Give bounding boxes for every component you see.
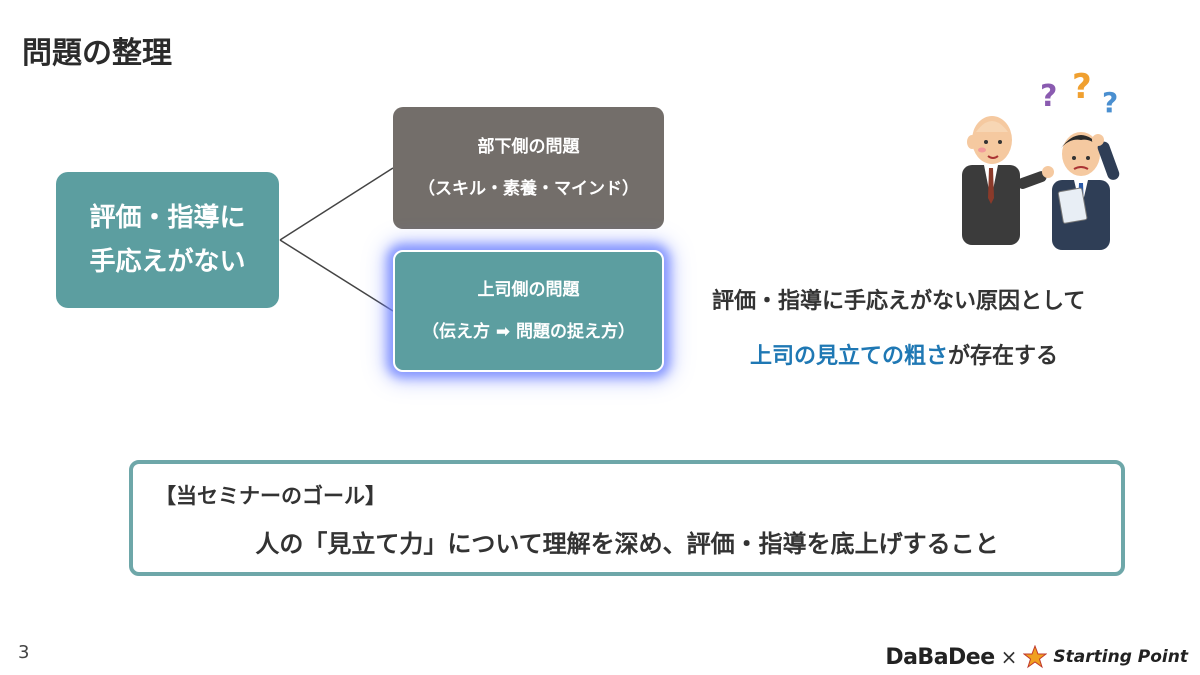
cause-statement: 評価・指導に手応えがない原因として	[712, 289, 1086, 314]
star-icon	[1023, 645, 1048, 669]
slide-title: 問題の整理	[22, 36, 172, 71]
svg-text:?: ?	[1072, 70, 1092, 107]
bald-boss-pointing-icon	[962, 116, 1054, 245]
cause-highlight: 上司の見立ての粗さ	[750, 344, 949, 369]
connector-lower	[279, 239, 394, 312]
subordinate-problem-title: 部下側の問題	[477, 137, 580, 157]
subordinate-problem-box: 部下側の問題 （スキル・素養・マインド）	[393, 107, 664, 229]
confused-employee-icon	[1052, 132, 1120, 250]
boss-problem-box: 上司側の問題 （伝え方 ➡ 問題の捉え方）	[393, 250, 664, 372]
cause-conclusion: 上司の見立ての粗さが存在する	[750, 338, 1150, 370]
dabadee-logo: DaBaDee	[885, 644, 995, 670]
footer-logos: DaBaDee × Starting Point	[885, 642, 1188, 672]
goal-text: 人の「見立て力」について理解を深め、評価・指導を底上げすること	[255, 530, 999, 558]
cause-rest: が存在する	[948, 344, 1059, 369]
svg-text:?: ?	[1040, 79, 1057, 114]
root-issue-line1: 評価・指導に	[89, 203, 246, 233]
goal-heading: 【当セミナーのゴール】	[155, 484, 386, 508]
svg-text:?: ?	[1102, 86, 1118, 119]
seminar-goal-box: 【当セミナーのゴール】 人の「見立て力」について理解を深め、評価・指導を底上げす…	[129, 460, 1125, 576]
page-number: 3	[18, 642, 30, 663]
connector-upper	[279, 167, 394, 241]
times-symbol: ×	[1000, 645, 1018, 669]
question-marks-icon: ? ? ?	[1040, 70, 1118, 119]
confused-employee-illustration: ? ? ?	[962, 70, 1120, 250]
boss-problem-title: 上司側の問題	[477, 280, 580, 300]
starting-point-logo: Starting Point	[1053, 647, 1188, 667]
root-issue-box: 評価・指導に 手応えがない	[56, 172, 279, 308]
root-issue-line2: 手応えがない	[89, 247, 246, 277]
boss-problem-detail: （伝え方 ➡ 問題の捉え方）	[421, 322, 636, 342]
subordinate-problem-detail: （スキル・素養・マインド）	[418, 179, 639, 199]
